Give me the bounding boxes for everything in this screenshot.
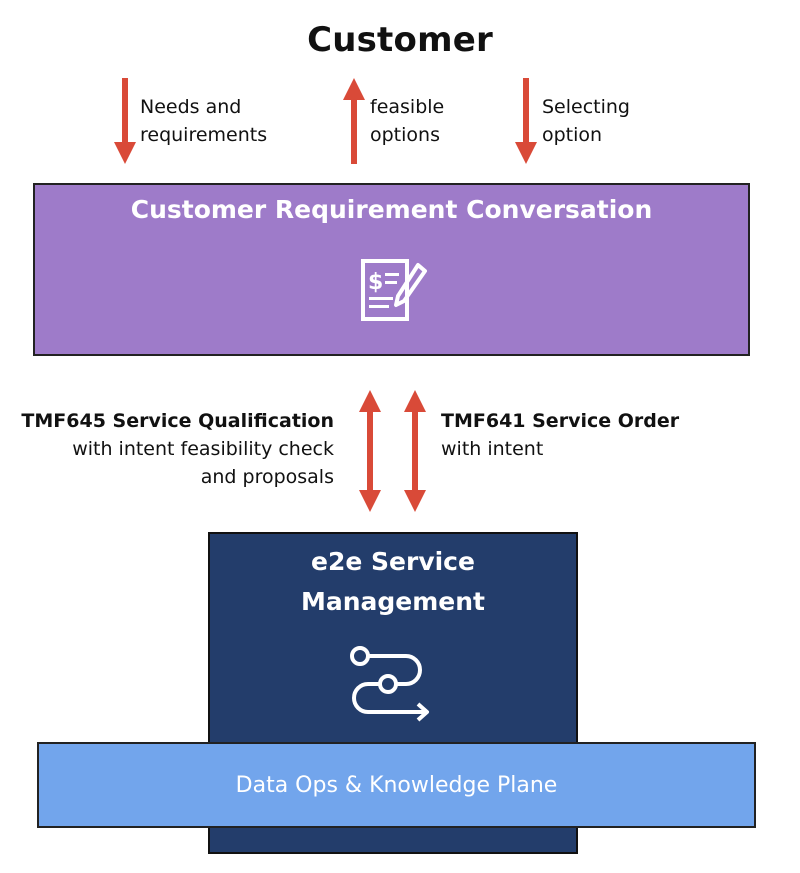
invoice-pencil-icon: $ xyxy=(361,259,427,321)
needs-label-line1: Needs and xyxy=(140,96,242,118)
order-double-arrow xyxy=(404,390,426,512)
selecting-label-line2: option xyxy=(542,124,603,146)
feasible-label-line2: options xyxy=(370,124,440,146)
diagram-title: Customer xyxy=(307,20,493,60)
order-desc-line1: with intent xyxy=(441,438,544,460)
qualification-api-name: TMF645 Service Qualification xyxy=(21,410,334,432)
selecting-down-arrow xyxy=(515,78,537,164)
data-ops-plane-label: Data Ops & Knowledge Plane xyxy=(235,772,558,798)
needs-label-line2: requirements xyxy=(140,124,268,146)
svg-text:$: $ xyxy=(368,270,383,295)
order-label: TMF641 Service Order with intent xyxy=(441,407,679,463)
feasible-label: feasible options xyxy=(370,93,444,149)
service-management-title-line1: e2e Service xyxy=(311,547,475,576)
service-management-title-line2: Management xyxy=(300,587,486,616)
conversation-box: Customer Requirement Conversation $ xyxy=(33,183,750,356)
order-api-name: TMF641 Service Order xyxy=(441,410,680,432)
qualification-label: TMF645 Service Qualification with intent… xyxy=(21,407,334,491)
needs-down-arrow xyxy=(114,78,136,164)
selecting-label: Selecting option xyxy=(542,93,630,149)
feasible-label-line1: feasible xyxy=(370,96,445,118)
qualification-desc-line1: with intent feasibility check xyxy=(72,438,334,460)
feasible-up-arrow xyxy=(343,78,365,164)
qualification-desc-line2: and proposals xyxy=(200,466,334,488)
data-ops-plane-box: Data Ops & Knowledge Plane xyxy=(37,742,756,828)
selecting-label-line1: Selecting xyxy=(542,96,630,118)
qualification-double-arrow xyxy=(359,390,381,512)
service-management-title: e2e Service Management xyxy=(210,542,576,622)
conversation-title: Customer Requirement Conversation xyxy=(130,195,653,224)
workflow-path-icon xyxy=(350,646,429,722)
needs-label: Needs and requirements xyxy=(140,93,267,149)
